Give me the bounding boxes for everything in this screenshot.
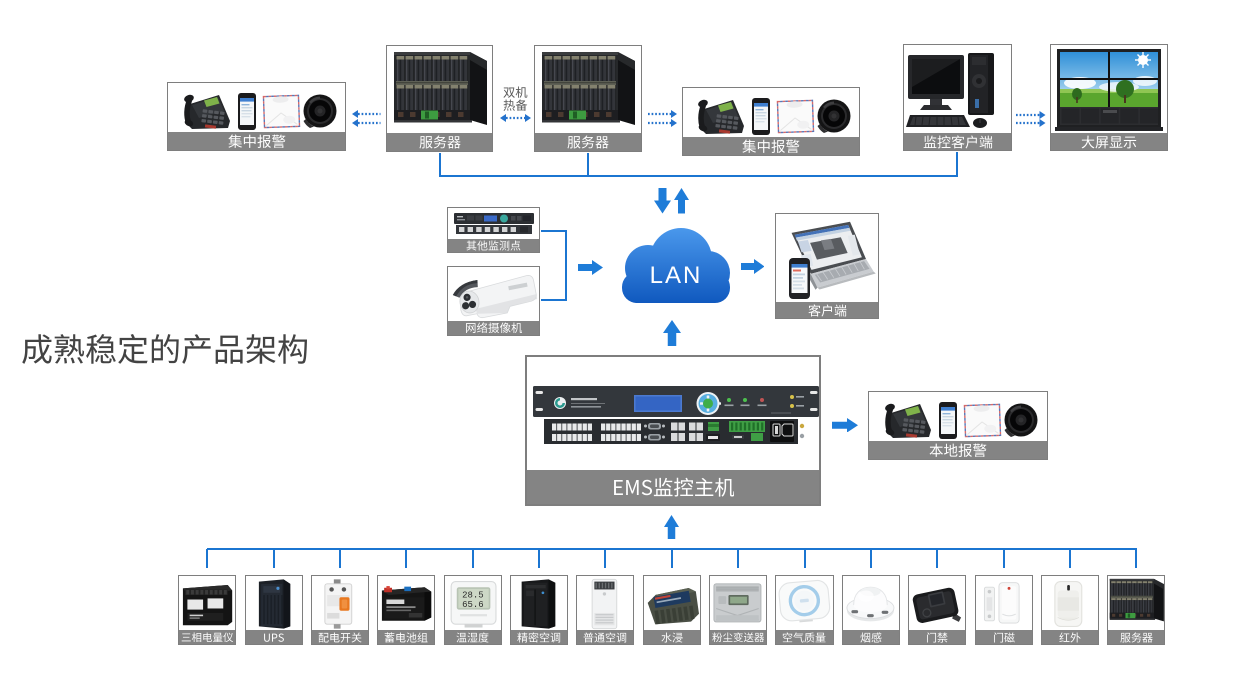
- svg-text:28.5: 28.5: [462, 590, 484, 600]
- svg-text:65.6: 65.6: [462, 599, 484, 609]
